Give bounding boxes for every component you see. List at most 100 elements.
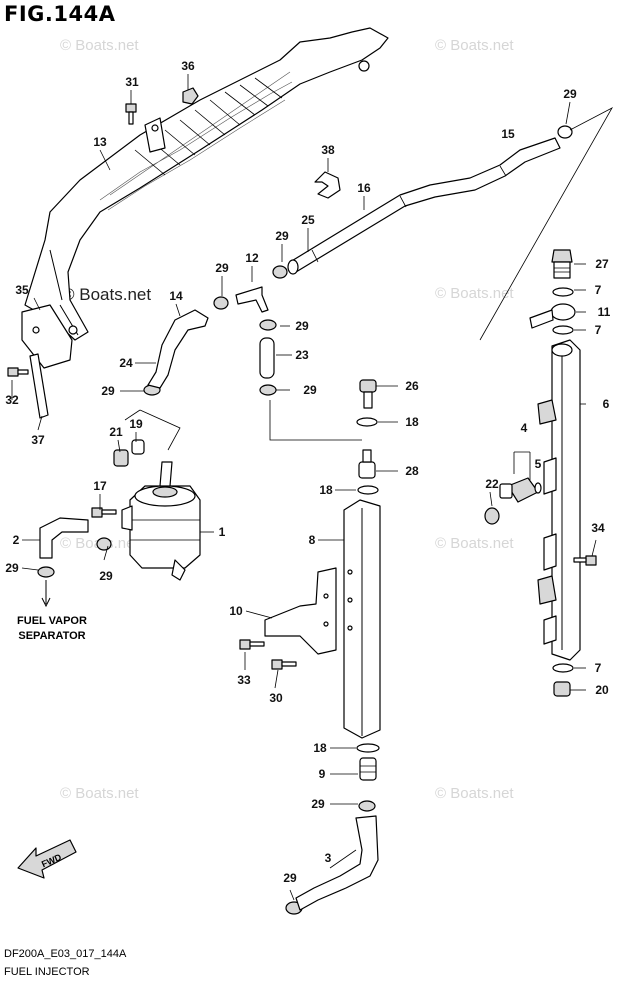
callout-34: 34	[591, 521, 605, 535]
callout-29: 29	[283, 871, 297, 885]
washer-7	[552, 287, 574, 297]
callout-4: 4	[521, 421, 528, 435]
hose-2	[39, 517, 89, 559]
elbow-12	[235, 286, 269, 313]
fitting-28	[358, 449, 376, 479]
grommet-19	[131, 439, 145, 455]
washer-7	[552, 663, 574, 673]
callout-1: 1	[219, 525, 226, 539]
callout-29: 29	[303, 383, 317, 397]
separator-arrow	[41, 580, 51, 608]
watermark: © Boats.net	[435, 785, 514, 802]
callout-16: 16	[357, 181, 371, 195]
leader-line	[479, 107, 614, 341]
callout-21: 21	[109, 425, 123, 439]
injector-4	[499, 451, 542, 503]
watermark: © Boats.net	[435, 37, 514, 54]
callout-13: 13	[93, 135, 107, 149]
washer-18	[356, 743, 380, 753]
watermark: © Boats.net	[435, 285, 514, 302]
watermark: © Boats.net	[435, 535, 514, 552]
pipe-end-25	[287, 259, 299, 275]
callout-33: 33	[237, 673, 251, 687]
callout-12: 12	[245, 251, 259, 265]
watermarks: © Boats.net © Boats.net © Boats.net © Bo…	[60, 37, 514, 802]
callout-7: 7	[595, 283, 602, 297]
plate-35	[21, 304, 73, 369]
separator-note-line1: FUEL VAPOR	[17, 615, 87, 627]
callout-29: 29	[311, 797, 325, 811]
callout-19: 19	[129, 417, 143, 431]
grommet-21	[113, 449, 129, 467]
figure-code: DF200A_E03_017_144A	[4, 948, 127, 960]
clip-38	[314, 171, 341, 199]
bolt-33	[239, 639, 265, 650]
callout-15: 15	[501, 127, 515, 141]
callout-11: 11	[598, 305, 611, 319]
callout-14: 14	[169, 289, 183, 303]
callout-9: 9	[319, 767, 326, 781]
callout-29: 29	[215, 261, 229, 275]
separator-note-line2: SEPARATOR	[18, 630, 86, 642]
strap-37	[29, 353, 49, 419]
callout-25: 25	[301, 213, 315, 227]
plug-20	[553, 681, 571, 697]
cap-22	[484, 507, 500, 525]
bolt-30	[271, 659, 297, 670]
callout-18: 18	[319, 483, 333, 497]
watermark: © Boats.net	[60, 37, 139, 54]
washer-7	[552, 325, 574, 335]
fuel-rail-8	[343, 499, 381, 739]
fuel-pipe	[289, 137, 561, 273]
fitting-9	[359, 757, 377, 781]
hose-3	[295, 815, 379, 911]
fwd-arrow: FWD	[17, 839, 77, 879]
bolt-31	[125, 103, 137, 125]
callout-18: 18	[405, 415, 419, 429]
washer-18	[357, 485, 379, 495]
callout-3: 3	[325, 851, 332, 865]
callout-numbers: 31 36 13 38 15 29 16 25 29 12 29 14 24 2…	[5, 59, 610, 885]
callout-35: 35	[15, 283, 29, 297]
hose-23	[259, 337, 275, 379]
callout-29: 29	[5, 561, 19, 575]
callout-37: 37	[31, 433, 45, 447]
callout-27: 27	[595, 257, 609, 271]
callout-29: 29	[295, 319, 309, 333]
callout-20: 20	[595, 683, 609, 697]
callout-7: 7	[595, 661, 602, 675]
callout-17: 17	[93, 479, 107, 493]
callout-30: 30	[269, 691, 283, 705]
callout-28: 28	[405, 464, 419, 478]
plug-26	[359, 379, 377, 409]
callout-2: 2	[13, 533, 20, 547]
watermark: © Boats.net	[62, 285, 151, 304]
callout-6: 6	[603, 397, 610, 411]
callout-7: 7	[595, 323, 602, 337]
separator-note: FUEL VAPOR SEPARATOR	[12, 614, 92, 644]
bolt-27	[551, 249, 573, 279]
callout-29: 29	[99, 569, 113, 583]
vapor-separator-1	[121, 461, 201, 581]
bolt-32	[7, 367, 29, 377]
leader-lines	[11, 74, 597, 901]
watermark: © Boats.net	[60, 785, 139, 802]
callout-18: 18	[313, 741, 327, 755]
bolt-34	[573, 555, 597, 566]
callout-8: 8	[309, 533, 316, 547]
callout-38: 38	[321, 143, 335, 157]
bolt-17	[91, 507, 117, 518]
callout-31: 31	[125, 75, 139, 89]
banjo-11	[529, 303, 576, 329]
hose-14	[147, 309, 209, 389]
figure-name: FUEL INJECTOR	[4, 966, 90, 978]
callout-10: 10	[229, 604, 243, 618]
bracket-cover	[24, 27, 389, 341]
callout-5: 5	[535, 457, 542, 471]
callout-29: 29	[101, 384, 115, 398]
callout-29: 29	[563, 87, 577, 101]
callout-26: 26	[405, 379, 419, 393]
callout-32: 32	[5, 393, 19, 407]
washer-18	[356, 417, 378, 427]
